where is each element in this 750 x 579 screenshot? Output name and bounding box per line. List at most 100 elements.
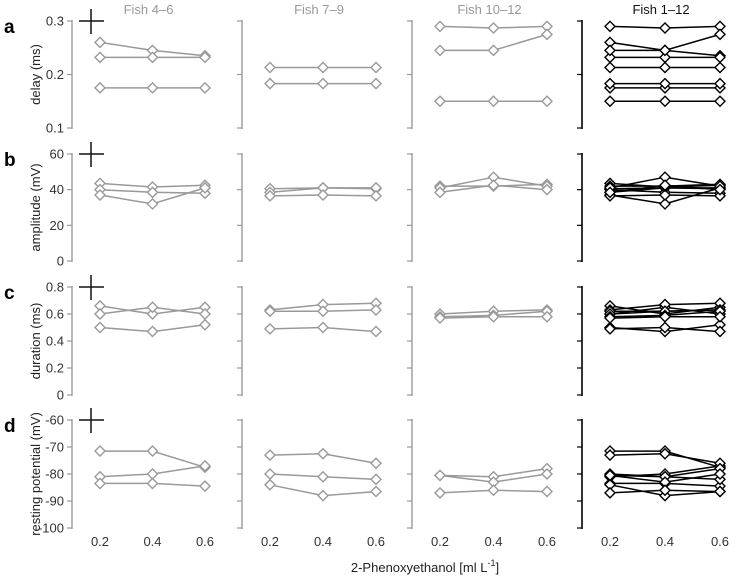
data-point-b-4 [659,197,671,210]
data-point-a-4 [659,61,671,74]
data-point-a-4 [659,44,671,57]
data-point-b-1 [146,186,159,199]
data-point-d-1 [146,477,159,490]
data-point-c-2 [317,321,329,334]
data-point-d-2 [370,457,382,470]
data-point-b-1 [146,197,159,210]
data-point-a-3 [541,28,553,41]
y-tick-label-c: 0.2 [46,361,64,376]
y-tick-label-b: 60 [50,147,64,162]
data-point-d-1 [199,480,211,493]
data-point-b-4 [714,183,726,196]
y-tick-label-a: 0.2 [46,67,64,82]
y-tick-label-b: 0 [57,254,64,269]
data-point-c-1 [199,308,211,320]
data-point-d-2 [264,449,276,462]
data-point-d-4 [659,484,671,497]
data-point-d-2 [317,447,329,460]
data-point-a-4 [659,77,671,90]
data-point-c-3 [487,310,500,323]
data-point-d-1 [94,477,106,490]
data-point-c-3 [434,312,446,325]
data-point-d-2 [317,470,329,483]
x-tick-label-2: 0.6 [367,534,385,549]
data-point-a-3 [434,44,446,57]
y-axis-label-d: resting potential (mV) [28,412,43,536]
data-point-c-1 [94,321,106,334]
data-point-d-4 [604,469,616,482]
data-point-b-1 [94,189,106,202]
data-point-c-2 [317,305,329,318]
data-point-c-4 [604,322,616,335]
x-tick-label-1: 0.4 [143,534,161,549]
data-point-a-1 [199,51,211,64]
data-point-c-1 [146,325,159,338]
x-tick-label-3: 0.6 [538,534,556,549]
y-tick-label-d: -60 [45,413,64,428]
y-tick-label-d: -80 [45,467,64,482]
data-point-d-3 [434,486,446,499]
x-tick-label-3: 0.2 [431,534,449,549]
data-point-c-1 [146,301,159,314]
data-point-b-2 [317,189,329,202]
x-tick-label-4: 0.2 [601,534,619,549]
column-title-4: Fish 1–12 [632,2,689,17]
data-point-b-4 [714,189,726,202]
data-point-d-1 [199,459,211,472]
data-point-b-2 [370,189,382,202]
y-tick-label-c: 0 [57,388,64,403]
data-point-c-2 [370,325,382,338]
x-tick-label-4: 0.6 [711,534,729,549]
y-tick-label-b: 40 [50,182,64,197]
y-tick-label-b: 20 [50,218,64,233]
y-tick-label-c: 0.4 [46,334,64,349]
x-tick-label-1: 0.6 [196,534,214,549]
data-point-a-2 [370,61,382,74]
data-point-d-4 [604,449,616,462]
data-point-d-2 [317,489,329,502]
panel-letter-b: b [4,150,16,171]
data-point-a-1 [94,51,106,64]
x-tick-label-3: 0.4 [484,534,502,549]
data-point-c-1 [94,308,106,320]
data-point-c-3 [541,310,553,323]
data-point-a-2 [317,61,329,74]
data-point-d-4 [659,447,671,460]
data-point-b-1 [199,181,211,194]
y-tick-label-a: 0.3 [46,14,64,29]
data-point-d-3 [487,484,500,497]
y-axis-label-a: delay (ms) [28,44,43,105]
data-point-d-1 [146,445,159,458]
data-point-c-1 [199,318,211,331]
data-point-b-3 [487,179,500,192]
column-title-3: Fish 10–12 [457,2,521,17]
data-point-d-2 [370,473,382,486]
data-point-c-4 [659,310,671,323]
data-point-b-3 [434,186,446,199]
data-point-c-2 [264,305,276,318]
y-tick-label-d: -100 [38,521,64,536]
data-point-b-2 [264,189,276,202]
data-point-a-1 [146,81,159,94]
data-point-a-4 [714,95,726,108]
data-point-c-1 [146,308,159,320]
data-point-a-4 [604,20,616,33]
data-point-a-1 [94,81,106,94]
data-point-b-3 [541,183,553,196]
data-point-c-4 [714,310,726,323]
y-axis-label-c: duration (ms) [28,303,43,380]
data-point-a-3 [434,20,446,33]
data-point-a-1 [199,81,211,94]
data-point-c-2 [264,322,276,335]
data-point-a-1 [94,36,106,49]
data-point-a-3 [487,21,500,34]
data-point-c-4 [714,325,726,338]
column-title-2: Fish 7–9 [294,2,344,17]
data-point-d-4 [604,486,616,499]
data-point-a-2 [264,61,276,74]
x-axis-label: 2-Phenoxyethanol [ml L-1] [351,558,499,575]
y-tick-label-d: -90 [45,494,64,509]
data-point-d-3 [541,485,553,498]
x-tick-label-2: 0.4 [314,534,332,549]
